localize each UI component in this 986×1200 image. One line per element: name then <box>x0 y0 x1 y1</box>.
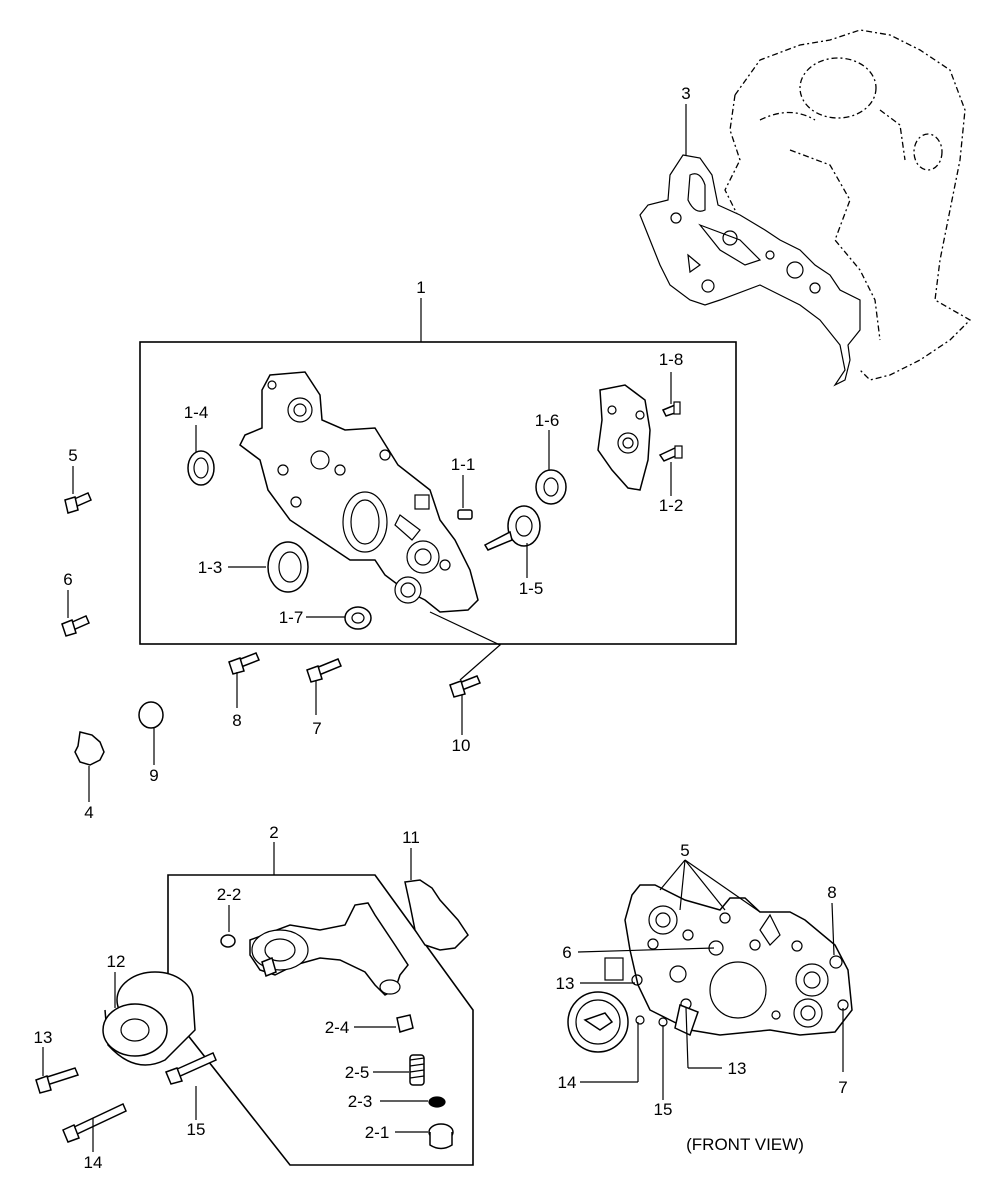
bolt-part-14 <box>62 1102 127 1143</box>
seal-part-1-3 <box>267 541 309 593</box>
label-8: 8 <box>232 711 241 730</box>
label-7: 7 <box>312 719 321 738</box>
label-1-6: 1-6 <box>535 411 560 430</box>
label-2-1: 2-1 <box>365 1123 390 1142</box>
seal-part-1-4 <box>187 450 215 486</box>
label-fv-8: 8 <box>827 883 836 902</box>
bolt-part-10 <box>449 675 481 698</box>
label-fv-5: 5 <box>680 841 689 860</box>
label-fv-6: 6 <box>562 943 571 962</box>
label-fv-14: 14 <box>558 1073 577 1092</box>
label-fv-13-right: 13 <box>728 1059 747 1078</box>
label-fv-13-left: 13 <box>556 974 575 993</box>
label-1: 1 <box>416 278 425 297</box>
shaft-gear-part-1-5 <box>483 505 541 551</box>
label-1-3: 1-3 <box>198 558 223 577</box>
pump-cover-part-1-8 <box>597 384 651 491</box>
plug-part-2-2 <box>220 934 236 948</box>
label-12: 12 <box>107 952 126 971</box>
label-9: 9 <box>149 766 158 785</box>
bushing-part-1-7 <box>344 606 372 630</box>
label-1-2: 1-2 <box>659 496 684 515</box>
label-fv-7: 7 <box>838 1078 847 1097</box>
label-11: 11 <box>402 828 420 847</box>
bolt-part-7 <box>306 658 342 683</box>
bolt-part-6 <box>61 615 90 637</box>
part-labels: 3 1 1-4 1-8 1-6 1-1 1-2 1-3 1-5 1-7 5 6 … <box>34 84 848 1172</box>
bolt-part-1-2 <box>658 445 683 462</box>
cap-part-2-1 <box>428 1123 454 1150</box>
label-2-4: 2-4 <box>325 1018 350 1037</box>
gear-part-1-6 <box>535 469 567 505</box>
ring-part-2-3 <box>428 1096 446 1108</box>
bolt-part-13 <box>35 1067 80 1094</box>
label-15: 15 <box>187 1120 206 1139</box>
bolt-part-15 <box>165 1052 217 1085</box>
oil-filter-part-12 <box>102 971 196 1066</box>
spring-part-2-5 <box>409 1054 425 1086</box>
label-1-7: 1-7 <box>279 608 304 627</box>
cover-part-4 <box>74 731 105 766</box>
label-10: 10 <box>452 736 471 755</box>
front-view-housing <box>604 884 853 1037</box>
gasket-part-3 <box>639 154 861 387</box>
label-2: 2 <box>269 823 278 842</box>
valve-part-2-4 <box>396 1014 414 1033</box>
bolt-part-8 <box>228 652 260 675</box>
pin-part-1-1 <box>457 509 473 520</box>
screw-part-1-8 <box>661 401 681 417</box>
leader-lines <box>42 104 844 1152</box>
label-2-3: 2-3 <box>348 1092 373 1111</box>
gasket-part-11 <box>404 879 469 951</box>
assembly-box-part-1 <box>139 341 737 645</box>
label-4: 4 <box>84 803 93 822</box>
o-ring-part-9 <box>138 701 164 729</box>
label-13: 13 <box>34 1028 53 1047</box>
label-14: 14 <box>84 1153 103 1172</box>
label-6: 6 <box>63 570 72 589</box>
label-2-5: 2-5 <box>345 1063 370 1082</box>
label-2-2: 2-2 <box>217 885 242 904</box>
label-1-1: 1-1 <box>451 455 476 474</box>
label-fv-15: 15 <box>654 1100 673 1119</box>
label-1-8: 1-8 <box>659 350 684 369</box>
filter-bracket-part-2 <box>249 902 409 996</box>
oil-pump-housing <box>239 371 502 681</box>
label-1-5: 1-5 <box>519 579 544 598</box>
label-5: 5 <box>68 446 77 465</box>
label-3: 3 <box>681 84 690 103</box>
front-view-filter <box>567 991 629 1053</box>
front-view-caption: (FRONT VIEW) <box>686 1135 804 1154</box>
bolt-part-5 <box>64 492 92 514</box>
label-1-4: 1-4 <box>184 403 209 422</box>
